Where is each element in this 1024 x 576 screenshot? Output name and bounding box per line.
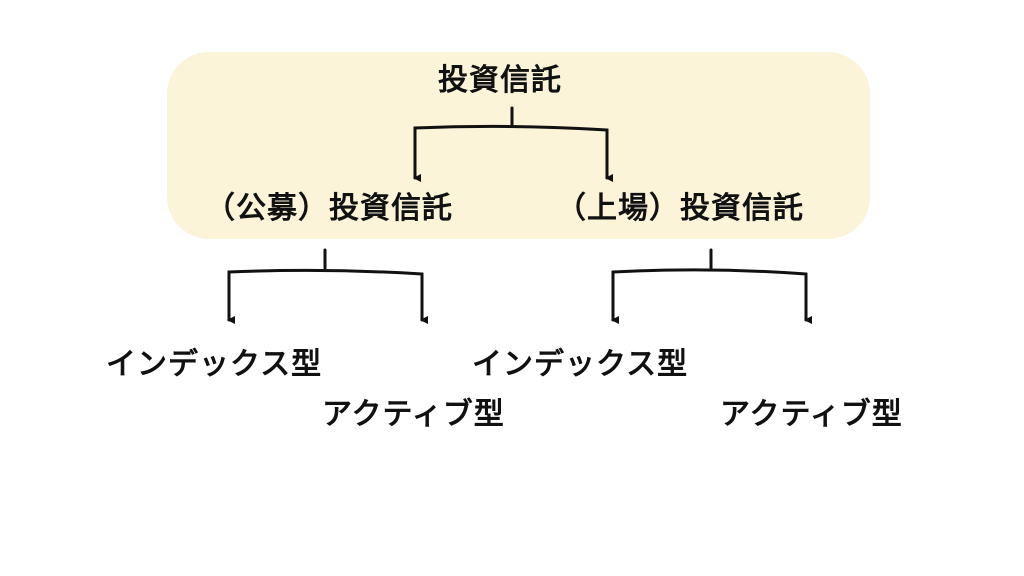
public-fund-node: （公募）投資信託 <box>205 191 453 226</box>
public-index-node: インデックス型 <box>106 347 323 382</box>
root-connector <box>413 106 613 182</box>
public-fund-connector <box>227 248 428 324</box>
listed-index-node: インデックス型 <box>472 347 689 382</box>
listed-fund-node: （上場）投資信託 <box>556 191 804 226</box>
highlight-box <box>167 52 870 239</box>
listed-fund-connector <box>611 248 812 324</box>
listed-active-node: アクティブ型 <box>720 397 903 432</box>
public-active-node: アクティブ型 <box>322 397 505 432</box>
root-node: 投資信託 <box>438 63 562 98</box>
